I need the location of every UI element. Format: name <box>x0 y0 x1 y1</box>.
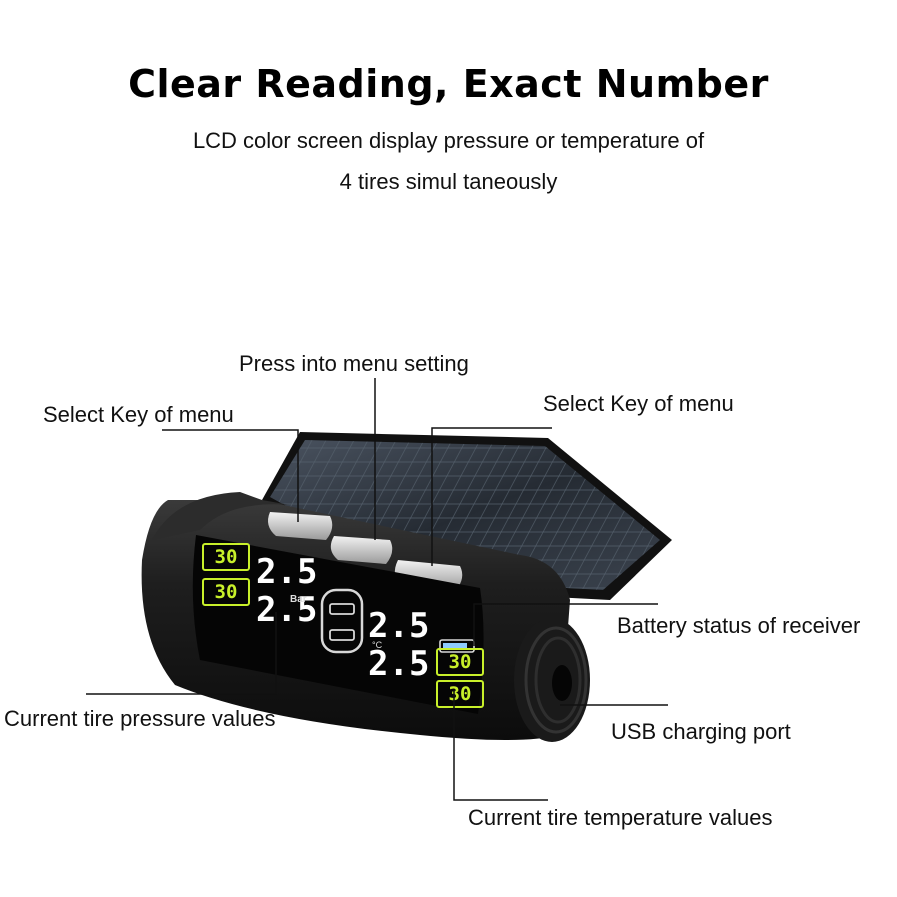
callout-pressure-values: Current tire pressure values <box>4 706 276 731</box>
subtitle-line-1: LCD color screen display pressure or tem… <box>192 128 705 153</box>
subtitle-line-2: 4 tires simul taneously <box>339 169 558 194</box>
pressure-front-left: 2.5 <box>256 552 318 592</box>
temp-front-right: 30 <box>448 651 472 673</box>
leader-pressure <box>86 612 277 695</box>
temp-rear-left: 30 <box>214 581 238 603</box>
leader-select-right <box>431 427 552 566</box>
unit-bar: Bar <box>290 594 307 605</box>
temp-front-left: 30 <box>214 546 238 568</box>
callout-battery-status: Battery status of receiver <box>617 613 861 638</box>
usb-port-icon <box>552 665 572 701</box>
left-select-key-icon <box>268 512 333 540</box>
pressure-front-right: 2.5 <box>368 606 430 646</box>
callout-usb-port: USB charging port <box>611 719 791 744</box>
temp-box-front-right: 30 <box>436 648 484 676</box>
callout-temperature-values: Current tire temperature values <box>468 805 773 830</box>
temp-box-front-left: 30 <box>202 543 250 571</box>
menu-key-icon <box>330 536 393 564</box>
lcd-screen <box>192 535 484 714</box>
headline: Clear Reading, Exact Number <box>128 62 769 106</box>
leader-select-left <box>162 429 299 522</box>
unit-temp: °C <box>372 640 383 650</box>
car-outline-icon <box>320 588 364 654</box>
temp-box-rear-left: 30 <box>202 578 250 606</box>
pressure-rear-left: 2.5 <box>256 590 318 630</box>
callout-select-key-left: Select Key of menu <box>43 402 234 427</box>
callout-press-menu: Press into menu setting <box>239 351 469 376</box>
callout-select-key-right: Select Key of menu <box>543 391 734 416</box>
leader-battery <box>473 603 658 646</box>
pressure-rear-right: 2.5 <box>368 644 430 684</box>
leader-temperature <box>453 690 548 801</box>
